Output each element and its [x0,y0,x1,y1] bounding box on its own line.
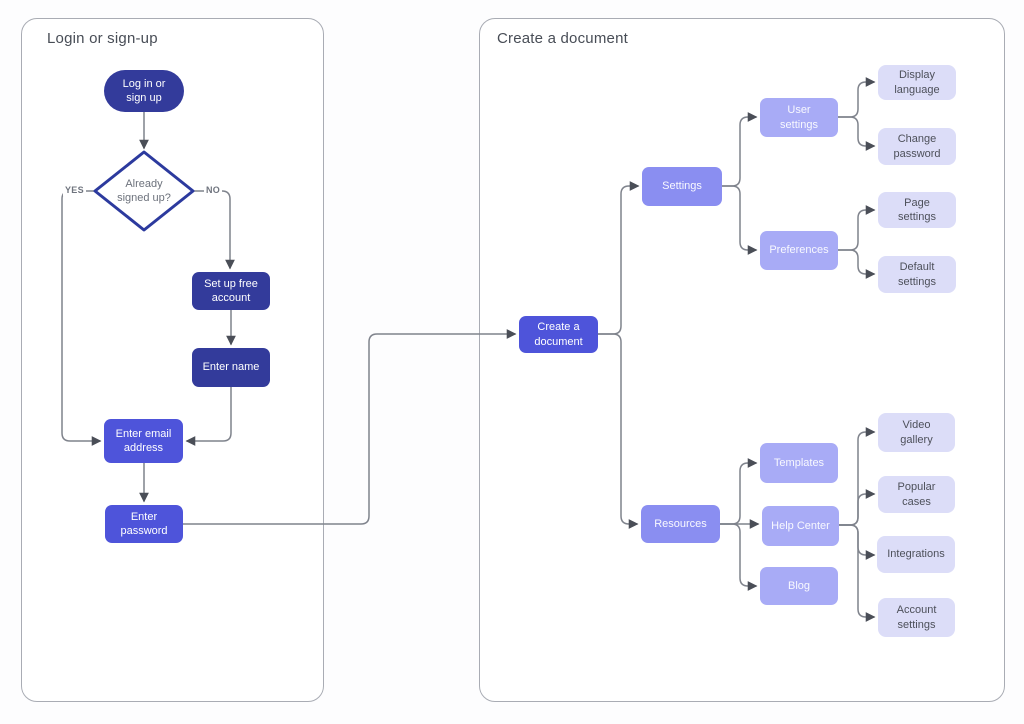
edge-preferences-pagesettings [837,205,876,251]
panel-login-signup[interactable] [21,18,324,702]
decision-diamond[interactable] [93,150,195,232]
node-enter-email[interactable]: Enter email address [104,419,183,463]
edge-label-yes: YES [63,185,86,196]
node-change-password[interactable]: Change password [878,128,956,165]
node-enter-password[interactable]: Enter password [105,505,183,543]
edge-create-resources [597,333,639,529]
node-integrations[interactable]: Integrations [877,536,955,573]
node-help-center[interactable]: Help Center [762,506,839,546]
node-preferences[interactable]: Preferences [760,231,838,270]
edge-settings-usersettings [721,112,758,187]
edge-label-no: NO [204,185,223,196]
node-login-pill[interactable]: Log in or sign up [104,70,184,112]
node-settings[interactable]: Settings [642,167,722,206]
decision-diamond-label: Already signed up? [117,178,171,205]
node-display-language[interactable]: Display language [878,65,956,100]
edge-helpcenter-integrations [838,524,876,560]
edge-decision-yes-email [61,190,102,446]
node-account-settings[interactable]: Account settings [878,598,955,637]
edge-helpcenter-videogallery [838,427,876,526]
edge-name-email [185,386,232,446]
node-resources[interactable]: Resources [641,505,720,543]
panel-title-login: Login or sign-up [47,30,158,47]
node-enter-name[interactable]: Enter name [192,348,270,387]
node-page-settings[interactable]: Page settings [878,192,956,228]
node-blog[interactable]: Blog [760,567,838,605]
edge-usersettings-changepassword [837,116,876,151]
edge-resources-templates [719,458,758,525]
edge-helpcenter-popularcases [838,489,876,526]
node-templates[interactable]: Templates [760,443,838,483]
node-create-document[interactable]: Create a document [519,316,598,353]
edge-resources-blog [719,523,758,591]
node-default-settings[interactable]: Default settings [878,256,956,293]
node-popular-cases[interactable]: Popular cases [878,476,955,513]
edge-settings-preferences [721,185,758,255]
edge-preferences-defaultsettings [837,249,876,279]
edge-decision-no-setup [192,190,235,270]
panel-title-create: Create a document [497,30,628,47]
edge-helpcenter-accountsettings [838,524,876,622]
node-user-settings[interactable]: User settings [760,98,838,137]
edge-password-create [182,329,517,525]
node-video-gallery[interactable]: Video gallery [878,413,955,452]
edge-create-settings [597,181,640,335]
node-setup-account[interactable]: Set up free account [192,272,270,310]
edge-usersettings-displaylanguage [837,77,876,118]
